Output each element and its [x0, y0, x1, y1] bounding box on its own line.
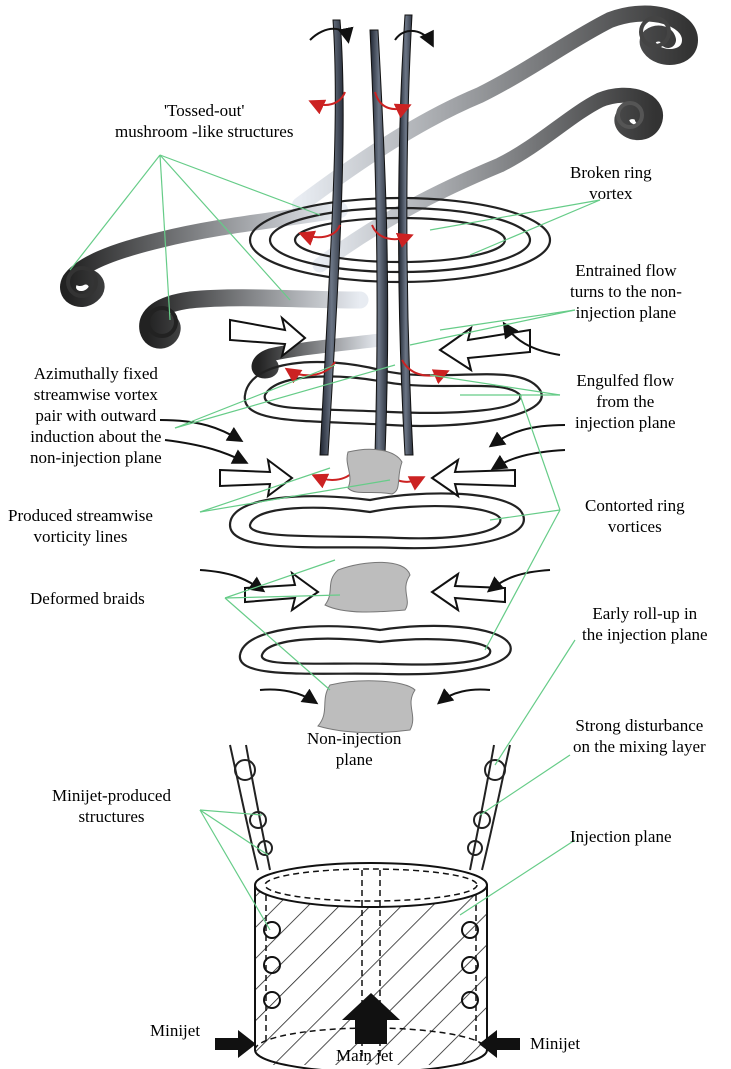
label-line: 'Tossed-out'	[115, 100, 293, 121]
label-tossed-out: 'Tossed-out' mushroom -like structures	[115, 100, 293, 142]
label-line: plane	[307, 749, 401, 770]
label-line: from the	[575, 391, 676, 412]
label-entrained-flow: Entrained flow turns to the non- injecti…	[570, 260, 682, 323]
minijet-left-arrow	[215, 1030, 256, 1058]
label-line: vortices	[585, 516, 685, 537]
label-line: injection plane	[570, 302, 682, 323]
label-produced-streamwise: Produced streamwise vorticity lines	[8, 505, 153, 547]
contorted-ring-vortex-2	[230, 493, 524, 548]
label-line: Main jet	[336, 1045, 393, 1066]
braid-1	[347, 449, 402, 494]
braid-2	[325, 562, 410, 612]
swirl-arrows	[160, 325, 565, 702]
label-line: Broken ring	[570, 162, 652, 183]
label-line: Entrained flow	[570, 260, 682, 281]
label-line: Azimuthally fixed	[30, 363, 162, 384]
contorted-ring-vortex-3	[240, 626, 511, 674]
label-line: Minijet	[530, 1033, 580, 1054]
label-line: Injection plane	[570, 826, 672, 847]
label-azimuthally-fixed: Azimuthally fixed streamwise vortex pair…	[30, 363, 162, 468]
label-contorted-ring: Contorted ring vortices	[585, 495, 685, 537]
label-line: Non-injection	[307, 728, 401, 749]
label-deformed-braids: Deformed braids	[30, 588, 145, 609]
mushroom-structure-left	[68, 210, 340, 299]
label-line: Engulfed flow	[575, 370, 676, 391]
label-non-injection-plane: Non-injection plane	[307, 728, 401, 770]
label-line: structures	[52, 806, 171, 827]
label-early-rollup: Early roll-up in the injection plane	[582, 603, 708, 645]
label-line: on the mixing layer	[573, 736, 706, 757]
mixing-layer-right	[468, 745, 510, 870]
label-line: the injection plane	[582, 624, 708, 645]
label-line: Deformed braids	[30, 588, 145, 609]
label-broken-ring: Broken ring vortex	[570, 162, 652, 204]
label-line: Strong disturbance	[573, 715, 706, 736]
label-strong-disturbance: Strong disturbance on the mixing layer	[573, 715, 706, 757]
label-line: Minijet-produced	[52, 785, 171, 806]
label-line: vortex	[570, 183, 652, 204]
label-main-jet: Main jet	[336, 1045, 393, 1066]
mixing-layer-left	[230, 745, 272, 870]
label-line: pair with outward	[30, 405, 162, 426]
label-line: induction about the	[30, 426, 162, 447]
label-line: streamwise vortex	[30, 384, 162, 405]
braid-3	[318, 681, 415, 733]
label-minijet-left: Minijet	[150, 1020, 200, 1041]
label-line: mushroom -like structures	[115, 121, 293, 142]
label-line: Minijet	[150, 1020, 200, 1041]
label-line: vorticity lines	[8, 526, 153, 547]
label-line: Contorted ring	[585, 495, 685, 516]
label-line: injection plane	[575, 412, 676, 433]
label-minijet-right: Minijet	[530, 1033, 580, 1054]
label-engulfed-flow: Engulfed flow from the injection plane	[575, 370, 676, 433]
label-minijet-structures: Minijet-produced structures	[52, 785, 171, 827]
label-line: Early roll-up in	[582, 603, 708, 624]
label-line: non-injection plane	[30, 447, 162, 468]
label-injection-plane: Injection plane	[570, 826, 672, 847]
label-line: Produced streamwise	[8, 505, 153, 526]
label-line: turns to the non-	[570, 281, 682, 302]
